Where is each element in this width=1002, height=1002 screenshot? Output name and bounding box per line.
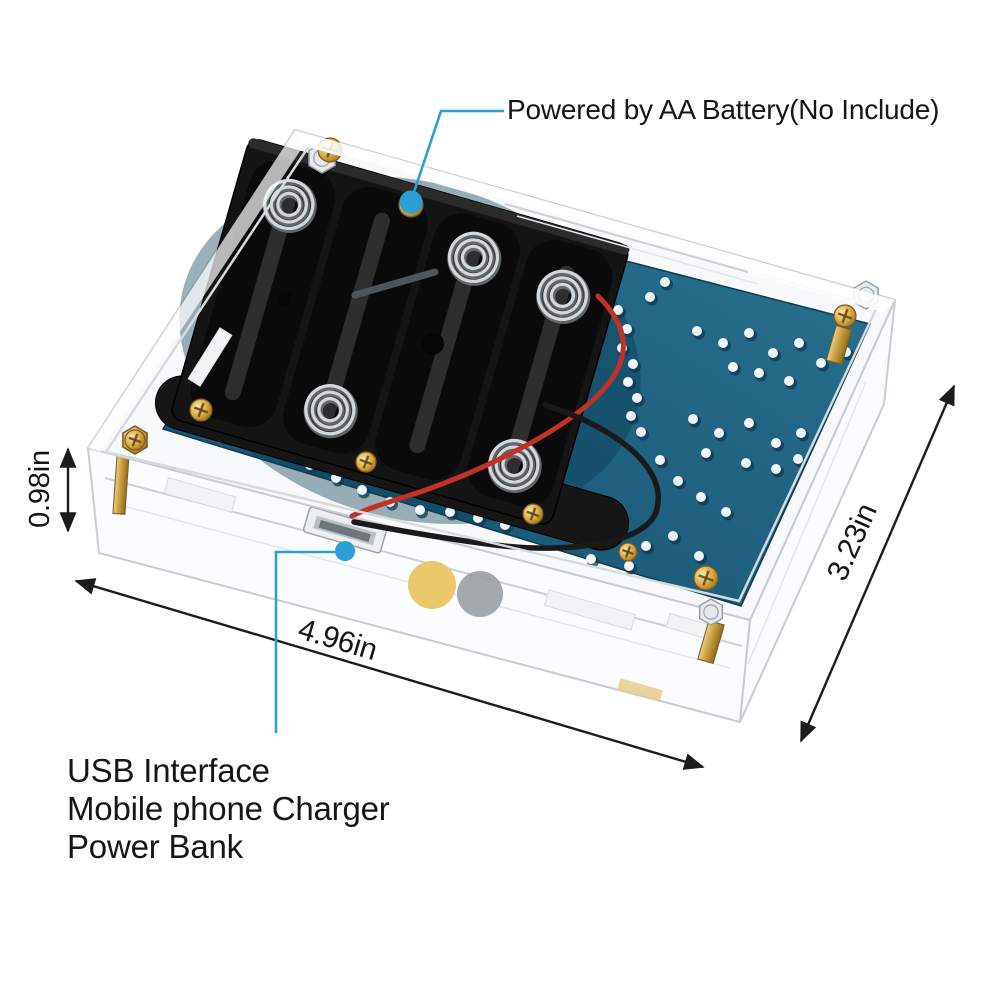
red-wire xyxy=(349,293,626,519)
callout-annotations: Powered by AA Battery(No Include) USB In… xyxy=(67,94,939,865)
led-glow-yellow xyxy=(408,561,456,609)
usb-callout-dot xyxy=(335,541,355,561)
battery-callout-dot xyxy=(399,190,423,214)
dimension-arrow-depth xyxy=(799,384,956,743)
acrylic-overlays xyxy=(88,130,895,603)
component-shadow-gray xyxy=(457,571,503,617)
battery-holder xyxy=(171,138,630,525)
usb-callout-label-line-3: Power Bank xyxy=(67,828,244,865)
usb-callout-label-line-1: USB Interface xyxy=(67,752,270,789)
dimension-arrow-width xyxy=(74,578,705,770)
wires xyxy=(349,293,661,551)
black-wire xyxy=(351,402,661,551)
dimension-height-label: 0.98in xyxy=(24,450,56,528)
battery-callout-line xyxy=(409,109,504,202)
acrylic-slot xyxy=(351,268,439,299)
usb-callout-label-line-2: Mobile phone Charger xyxy=(67,790,390,827)
usb-callout-line xyxy=(274,550,339,733)
battery-callout-label: Powered by AA Battery(No Include) xyxy=(507,94,939,125)
usb-port xyxy=(302,506,388,554)
